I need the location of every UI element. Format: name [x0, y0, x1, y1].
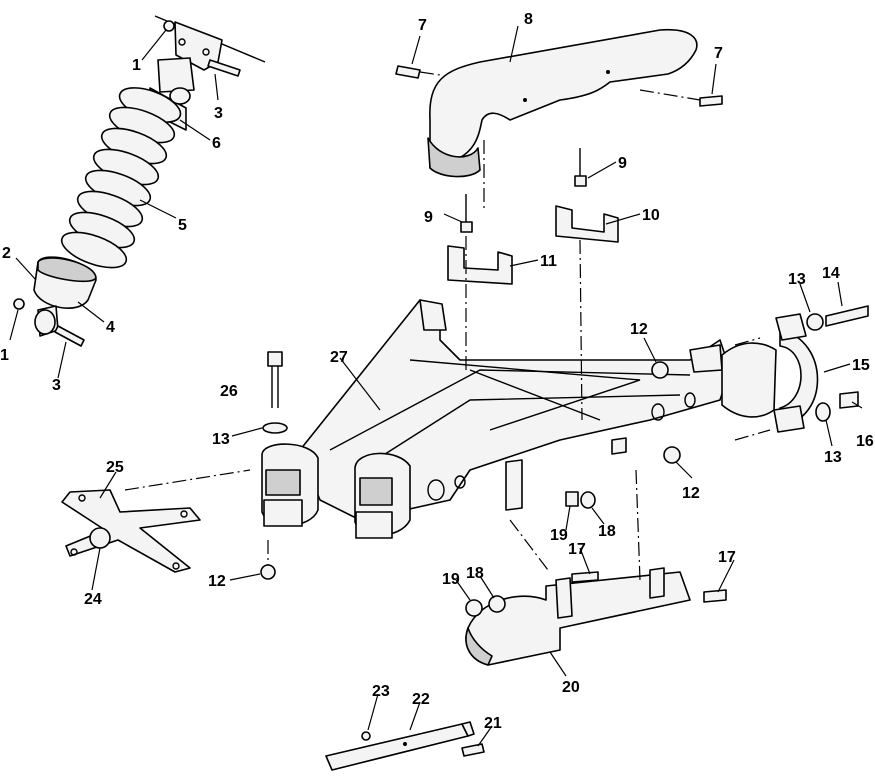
shock-hardware — [13, 20, 241, 347]
callout-9b: 9 — [424, 209, 433, 226]
callout-12a: 12 — [630, 321, 648, 338]
callout-19b: 19 — [442, 571, 460, 588]
callout-22: 22 — [412, 691, 430, 708]
bracket-10 — [555, 205, 619, 243]
callout-1a: 1 — [132, 57, 141, 74]
callout-2: 2 — [2, 245, 11, 262]
callout-16: 16 — [856, 433, 874, 450]
callout-7a: 7 — [418, 17, 427, 34]
callout-18b: 18 — [466, 565, 484, 582]
nuts-12 — [260, 361, 681, 580]
callout-3b: 3 — [52, 377, 61, 394]
rear-guard — [465, 469, 727, 666]
callout-10: 10 — [642, 207, 660, 224]
callout-12c: 12 — [208, 573, 226, 590]
chain-guard — [395, 28, 723, 178]
bracket-11 — [447, 245, 513, 285]
frame-plate — [505, 437, 627, 511]
callout-4: 4 — [106, 319, 115, 336]
bolt-26 — [262, 351, 288, 565]
leader-lines — [9, 25, 863, 747]
bolts-9 — [460, 148, 587, 233]
callout-6: 6 — [212, 135, 221, 152]
callout-26: 26 — [220, 383, 238, 400]
callout-13a: 13 — [788, 271, 806, 288]
callout-24: 24 — [84, 591, 102, 608]
upper-shock-bracket — [154, 15, 266, 93]
callout-13c: 13 — [212, 431, 230, 448]
callout-17a: 17 — [568, 541, 586, 558]
callout-15: 15 — [852, 357, 870, 374]
axle-clamp — [721, 305, 869, 441]
swing-arm-frame — [261, 299, 731, 539]
callout-18a: 18 — [598, 523, 616, 540]
callout-25: 25 — [106, 459, 124, 476]
callout-1b: 1 — [0, 347, 9, 364]
callout-20: 20 — [562, 679, 580, 696]
callout-7b: 7 — [714, 45, 723, 62]
callout-17b: 17 — [718, 549, 736, 566]
callout-12b: 12 — [682, 485, 700, 502]
callout-11: 11 — [540, 253, 557, 270]
callout-8: 8 — [524, 11, 533, 28]
callout-13b: 13 — [824, 449, 842, 466]
callout-27: 27 — [330, 349, 348, 366]
callout-5: 5 — [178, 217, 187, 234]
callout-3a: 3 — [214, 105, 223, 122]
callout-14: 14 — [822, 265, 840, 282]
callout-21: 21 — [484, 715, 502, 732]
callout-9a: 9 — [618, 155, 627, 172]
shock-spring — [33, 87, 191, 337]
callouts: 1 3 6 5 2 4 1 3 7 8 7 9 9 10 11 12 13 14… — [0, 11, 874, 732]
callout-23: 23 — [372, 683, 390, 700]
construction-lines — [465, 140, 583, 421]
bar-22 — [325, 721, 485, 771]
callout-19a: 19 — [550, 527, 568, 544]
cross-brace — [61, 469, 251, 573]
